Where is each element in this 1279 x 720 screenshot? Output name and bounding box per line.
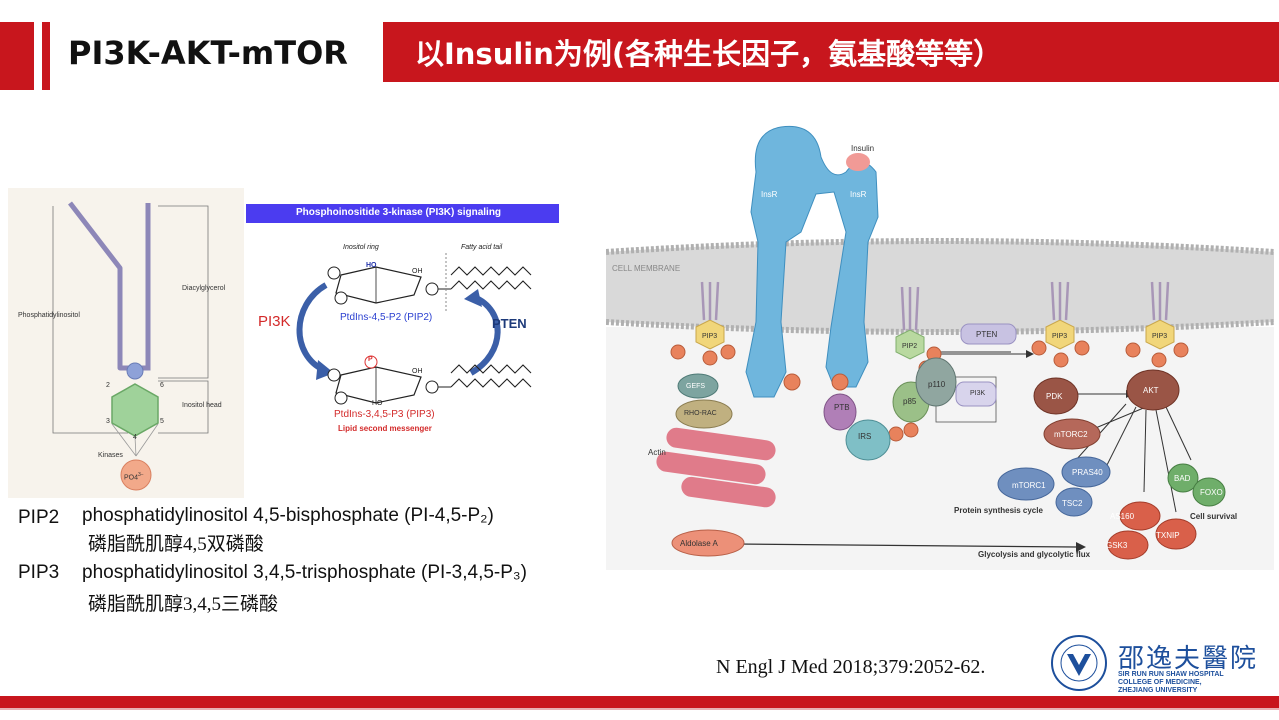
ring-number-2: 2 xyxy=(106,382,110,389)
label-po4: PO43− xyxy=(124,472,144,482)
label-ho-top: HO xyxy=(366,262,377,269)
label-akt: AKT xyxy=(1143,386,1159,395)
label-actin: Actin xyxy=(648,448,666,457)
label-p-new: P xyxy=(368,356,373,363)
label-pip3-3: PIP3 xyxy=(1152,333,1168,340)
label-ho-bottom: HO xyxy=(372,400,383,407)
label-pras40: PRAS40 xyxy=(1072,468,1103,477)
label-pi3k-pathway: PI3K xyxy=(970,390,986,397)
header-accent-bar xyxy=(42,22,50,90)
label-gsk3: GSK3 xyxy=(1106,541,1128,550)
label-lipid-second-messenger: Lipid second messenger xyxy=(338,424,432,433)
hospital-name-en: SIR RUN RUN SHAW HOSPITAL xyxy=(1118,671,1224,678)
label-insr-right: InsR xyxy=(850,190,867,199)
label-rho-rac: RHO-RAC xyxy=(684,410,717,417)
hospital-name: 邵逸夫醫院 xyxy=(1118,644,1259,674)
label-aldolase: Aldolase A xyxy=(680,539,718,548)
insulin-pathway-diagram xyxy=(606,112,1274,570)
label-oh-bottom: OH xyxy=(412,368,423,375)
pip3-name: phosphatidylinositol 3,4,5-trisphosphate… xyxy=(82,562,527,583)
label-mtorc2: mTORC2 xyxy=(1054,430,1088,439)
label-mtorc1: mTORC1 xyxy=(1012,481,1046,490)
hospital-university: ZHEJIANG UNIVERSITY xyxy=(1118,687,1198,694)
label-protein-synthesis: Protein synthesis cycle xyxy=(954,506,1043,515)
footer-bar xyxy=(0,696,1279,708)
phosphatidylinositol-figure xyxy=(8,188,244,498)
label-gefs: GEFS xyxy=(686,383,706,390)
pi3k-signaling-banner xyxy=(246,204,559,223)
label-txnip: TXNIP xyxy=(1156,531,1180,540)
label-kinases: Kinases xyxy=(98,452,123,459)
pi3k-banner-text: Phosphoinositide 3-kinase (PI3K) signali… xyxy=(296,207,502,218)
label-p85: p85 xyxy=(903,397,917,406)
label-glycolysis: Glycolysis and glycolytic flux xyxy=(978,550,1091,559)
ring-number-3: 3 xyxy=(106,418,110,425)
label-foxo: FOXO xyxy=(1200,488,1223,497)
label-insr-left: InsR xyxy=(761,190,778,199)
label-pip2-structure: PtdIns-4,5-P2 (PIP2) xyxy=(340,312,433,323)
label-ptb: PTB xyxy=(834,403,850,412)
label-p110: p110 xyxy=(928,380,946,389)
pip2-abbr: PIP2 xyxy=(18,507,60,528)
label-irs: IRS xyxy=(858,432,872,441)
label-oh-top: OH xyxy=(412,268,423,275)
label-pip3-structure: PtdIns-3,4,5-P3 (PIP3) xyxy=(334,409,435,420)
ring-number-5: 5 xyxy=(160,418,164,425)
pip3-chinese: 磷脂酰肌醇3,4,5三磷酸 xyxy=(88,594,279,615)
label-pi3k: PI3K xyxy=(258,313,291,330)
label-pip2: PIP2 xyxy=(902,343,918,350)
header-accent-block xyxy=(0,22,34,90)
label-inositol-head: Inositol head xyxy=(182,402,222,409)
label-inositol-ring: Inositol ring xyxy=(343,244,379,251)
subtitle-banner xyxy=(383,22,1279,82)
label-pip3-1: PIP3 xyxy=(702,333,718,340)
label-pdk: PDK xyxy=(1046,392,1063,401)
label-as160: AS160 xyxy=(1110,512,1135,521)
label-cell-membrane: CELL MEMBRANE xyxy=(612,264,681,273)
pip2-name: phosphatidylinositol 4,5-bisphosphate (P… xyxy=(82,505,494,526)
pip3-abbr: PIP3 xyxy=(18,562,60,583)
citation: N Engl J Med 2018;379:2052-62. xyxy=(716,656,986,678)
label-diacylglycerol: Diacylglycerol xyxy=(182,285,226,292)
label-cell-survival: Cell survival xyxy=(1190,512,1238,521)
ring-number-4: 4 xyxy=(133,434,137,441)
hospital-seal-icon xyxy=(1051,635,1107,691)
label-fatty-acid-tail: Fatty acid tail xyxy=(461,244,503,251)
label-phosphatidylinositol: Phosphatidylinositol xyxy=(18,312,80,319)
label-pten-pathway: PTEN xyxy=(976,330,998,339)
pi3k-conversion-diagram xyxy=(296,253,532,405)
label-bad: BAD xyxy=(1174,474,1191,483)
label-insulin: Insulin xyxy=(851,144,875,153)
label-pten: PTEN xyxy=(492,316,527,331)
footer-line xyxy=(0,708,1279,710)
pip2-chinese: 磷脂酰肌醇4,5双磷酸 xyxy=(88,534,264,555)
phosphatidylinositol-diagram xyxy=(52,201,209,491)
label-pip3-2: PIP3 xyxy=(1052,333,1068,340)
slide-title: PI3K-AKT-mTOR xyxy=(68,34,348,72)
label-tsc2: TSC2 xyxy=(1062,499,1083,508)
hospital-college: COLLEGE OF MEDICINE, xyxy=(1118,679,1202,686)
slide-subtitle: 以Insulin为例(各种生长因子，氨基酸等等） xyxy=(415,37,1003,71)
ring-number-6: 6 xyxy=(160,382,164,389)
